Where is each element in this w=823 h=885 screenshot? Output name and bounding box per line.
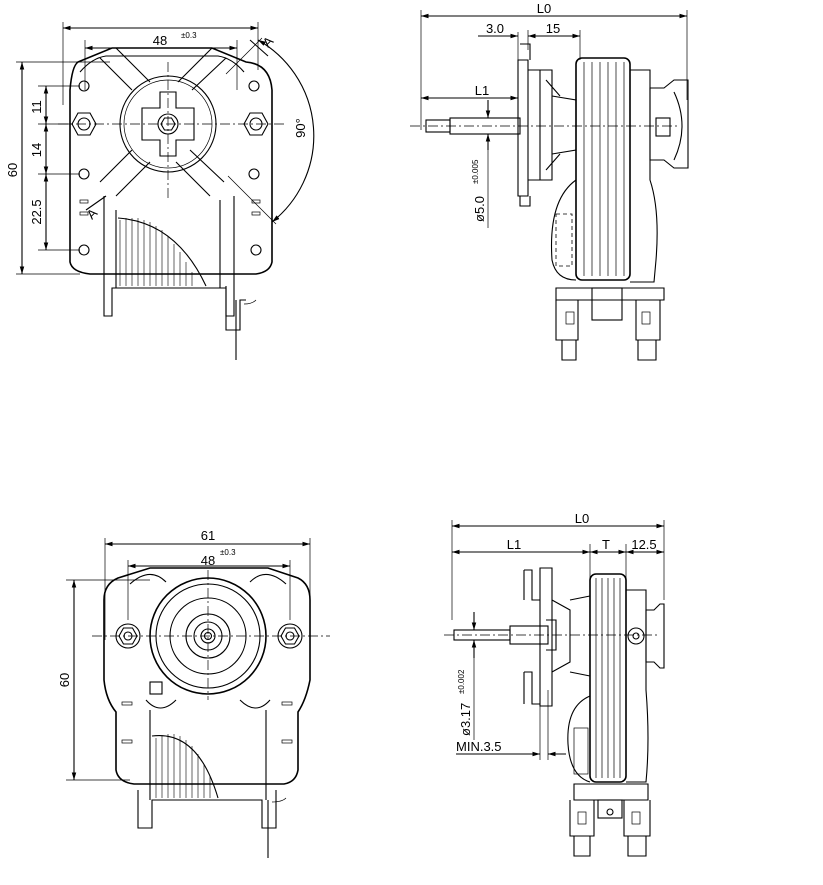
dim-diameter-3-17-label: ø3.17 [458, 703, 473, 736]
dim-48-lower-tolerance: ±0.3 [220, 548, 236, 557]
dim-48-label: 48 [153, 33, 167, 48]
dim-12-5-label: 12.5 [631, 537, 656, 552]
side-view-bottom-right: L0 L1 T 12.5 ø3.17 ±0.002 MIN.3.5 [444, 511, 665, 857]
dim-l0-lower-label: L0 [575, 511, 589, 526]
dim-11-label: 11 [29, 100, 44, 114]
dim-14-label: 14 [29, 143, 44, 157]
coil-winding-hatch-top [117, 217, 207, 287]
dim-60-lower-label: 60 [57, 673, 72, 687]
dim-48-lower-label: 48 [201, 553, 215, 568]
dim-l1-label: L1 [475, 83, 489, 98]
dim-61-label: 61 [201, 528, 215, 543]
front-view-top-left: 48 ±0.3 [5, 22, 315, 360]
dim-60-label: 60 [5, 163, 20, 177]
dim-diameter-5-label: ø5.0 [472, 196, 487, 222]
coil-winding-hatch-bottom [151, 734, 219, 799]
side-view-top-right: L0 3.0 15 L1 ø5.0 ±0.005 [410, 1, 689, 361]
dim-t-label: T [602, 537, 610, 552]
section-mark-a-top: A [260, 33, 277, 50]
dim-90-degree-label: 90° [293, 118, 308, 138]
dim-3-0-label: 3.0 [486, 21, 504, 36]
section-mark-a-bottom: A [84, 205, 101, 222]
dim-l0-label: L0 [537, 1, 551, 16]
dim-min-3-5-label: MIN.3.5 [456, 739, 502, 754]
dim-22-5-label: 22.5 [29, 199, 44, 224]
front-view-bottom-left: 61 48 ±0.3 60 [57, 528, 330, 858]
dim-l1-lower-label: L1 [507, 537, 521, 552]
dim-diameter-3-17-tolerance: ±0.002 [457, 669, 466, 694]
dim-diameter-5-tolerance: ±0.005 [471, 159, 480, 184]
dim-15-label: 15 [546, 21, 560, 36]
dim-48-tolerance: ±0.3 [181, 31, 197, 40]
